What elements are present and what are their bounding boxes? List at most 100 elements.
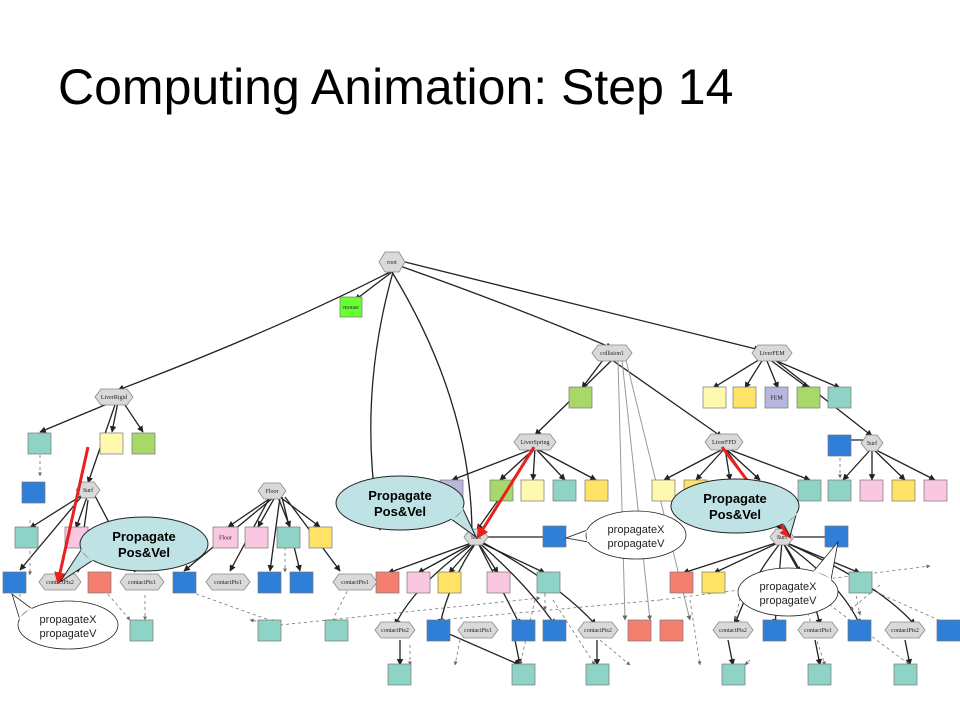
svg-text:LiverFFD: LiverFFD [712, 440, 737, 446]
svg-text:Surf: Surf [777, 534, 787, 541]
graph-edge [387, 540, 478, 575]
graph-edge [476, 540, 556, 626]
mapping-edge [599, 639, 631, 666]
component-box [172, 571, 197, 594]
component-box [807, 663, 832, 686]
svg-text:contactPts2: contactPts2 [46, 580, 74, 586]
graph-edge [29, 493, 85, 529]
graph-edge [451, 447, 536, 481]
fem-box: FEM [764, 386, 789, 409]
component-box [511, 619, 536, 642]
contact-pts2-node: contactPts2 [374, 621, 416, 639]
graph-edge [724, 447, 761, 481]
graph-edge [663, 447, 726, 481]
component-box [375, 571, 400, 594]
svg-text:Floor: Floor [265, 489, 278, 495]
component-box [827, 434, 852, 457]
graph-edge [682, 540, 783, 575]
component-box [827, 386, 852, 409]
component-box [797, 479, 822, 502]
propagation-arrow [54, 446, 90, 585]
mapping-edge [744, 659, 751, 666]
component-box [762, 619, 787, 642]
mapping-edge [439, 599, 661, 622]
svg-text:FEM: FEM [770, 396, 783, 402]
svg-text:LiverSpring: LiverSpring [521, 440, 550, 446]
graph-edge [534, 447, 566, 481]
component-box [511, 663, 536, 686]
svg-text:contactPts2: contactPts2 [891, 628, 919, 634]
contact-pts1-node: contactPts1 [457, 621, 499, 639]
component-box [552, 479, 577, 502]
contact-pts1-node: contactPts1 [119, 573, 165, 591]
contact-pts2-node: contactPts2 [712, 621, 754, 639]
graph-edge [695, 447, 726, 481]
component-box [131, 432, 156, 455]
mapping-edge [518, 599, 536, 666]
mapping-edge [733, 597, 741, 621]
svg-text:Pos&Vel: Pos&Vel [709, 507, 761, 522]
graph-edge [724, 447, 811, 481]
component-box [796, 386, 821, 409]
component-box [129, 619, 154, 642]
svg-text:Surf: Surf [83, 487, 93, 494]
root-node: root [378, 251, 406, 273]
svg-text:propagateX: propagateX [608, 524, 666, 536]
mapping-edge [552, 599, 596, 666]
svg-text:contactPts2: contactPts2 [719, 628, 747, 634]
svg-text:contactPts1: contactPts1 [804, 628, 832, 634]
component-box [627, 619, 652, 642]
component-box [289, 571, 314, 594]
component-box [847, 619, 872, 642]
graph-edge [476, 540, 546, 574]
liver-rigid-node: LiverRigid [94, 388, 134, 406]
svg-text:Surf: Surf [867, 440, 877, 447]
graph-edge [621, 359, 653, 621]
svg-text:Propagate: Propagate [703, 491, 767, 506]
surf-node: Surf [75, 481, 101, 499]
component-box [21, 481, 46, 504]
graph-edge [417, 540, 478, 574]
surf-node: Surf [860, 434, 884, 452]
component-box [651, 479, 676, 502]
liver-spring-node: LiverSpring [513, 433, 557, 451]
svg-text:collision1: collision1 [600, 351, 624, 357]
svg-text:propagateV: propagateV [760, 595, 818, 607]
graph-edge [404, 261, 761, 352]
liver-fem-node: LiverFEM [751, 344, 793, 362]
component-box [276, 526, 301, 549]
svg-text:contactPts1: contactPts1 [128, 580, 156, 586]
mapping-edge [184, 589, 276, 623]
mapping-edge [849, 584, 881, 611]
svg-text:contactPts1: contactPts1 [214, 580, 242, 586]
component-box [387, 663, 412, 686]
contact-pts2-node: contactPts2 [577, 621, 619, 639]
mapping-edge [329, 585, 351, 626]
graph-edge [514, 639, 523, 666]
mouse-box: mouse [339, 296, 363, 318]
graph-edge [279, 496, 321, 528]
component-box [99, 432, 124, 455]
component-box [893, 663, 918, 686]
slide-title: Computing Animation: Step 14 [58, 59, 734, 115]
contact-pts1-node: contactPts1 [332, 573, 378, 591]
svg-text:LiverRigid: LiverRigid [101, 395, 127, 401]
component-box [27, 432, 52, 455]
svg-text:Pos&Vel: Pos&Vel [118, 545, 170, 560]
propagation-arrow [476, 446, 536, 540]
graph-edge [227, 496, 273, 528]
svg-text:LiverFEM: LiverFEM [759, 351, 785, 357]
component-box [308, 526, 333, 549]
mapping-edge [249, 618, 281, 626]
component-box [257, 571, 282, 594]
svg-text:propagateX: propagateX [40, 614, 98, 626]
mapping-edge [854, 589, 862, 616]
component-box [859, 479, 884, 502]
component-box [542, 619, 567, 642]
svg-text:Pos&Vel: Pos&Vel [374, 504, 426, 519]
component-box [702, 386, 727, 409]
